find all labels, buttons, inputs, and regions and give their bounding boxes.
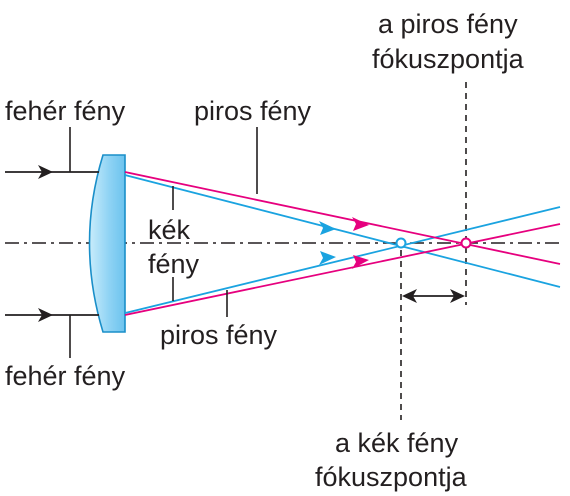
- white-arrow-bottom: [38, 308, 53, 322]
- blue-focus-point: [395, 237, 407, 249]
- blue-arrow-top: [319, 221, 336, 235]
- red-arrow-bottom: [352, 255, 369, 269]
- white-arrow-top: [38, 165, 53, 179]
- label-white-light-bottom: fehér fény: [5, 361, 126, 391]
- label-blue-light-line1: kék: [148, 215, 191, 245]
- label-white-light-top: fehér fény: [5, 96, 126, 126]
- blue-ray-top: [124, 174, 561, 288]
- red-arrow-top: [352, 217, 369, 231]
- focal-arrowhead-right: [450, 289, 465, 303]
- label-blue-focus-line2: fókuszpontja: [315, 462, 468, 492]
- label-red-focus-line2: fókuszpontja: [372, 44, 525, 74]
- red-focus-point: [460, 237, 472, 249]
- label-red-focus-line1: a piros fény: [378, 9, 518, 39]
- focal-arrowhead-left: [402, 289, 417, 303]
- red-ray-top: [124, 171, 561, 265]
- blue-arrow-bottom: [319, 251, 336, 265]
- lens: [88, 154, 126, 333]
- blue-ray-bottom: [124, 206, 561, 314]
- label-red-light-bottom: piros fény: [160, 320, 278, 350]
- red-ray-bottom: [124, 223, 561, 316]
- label-blue-light-line2: fény: [148, 249, 200, 279]
- label-blue-focus-line1: a kék fény: [335, 428, 459, 458]
- label-red-light-top: piros fény: [194, 96, 312, 126]
